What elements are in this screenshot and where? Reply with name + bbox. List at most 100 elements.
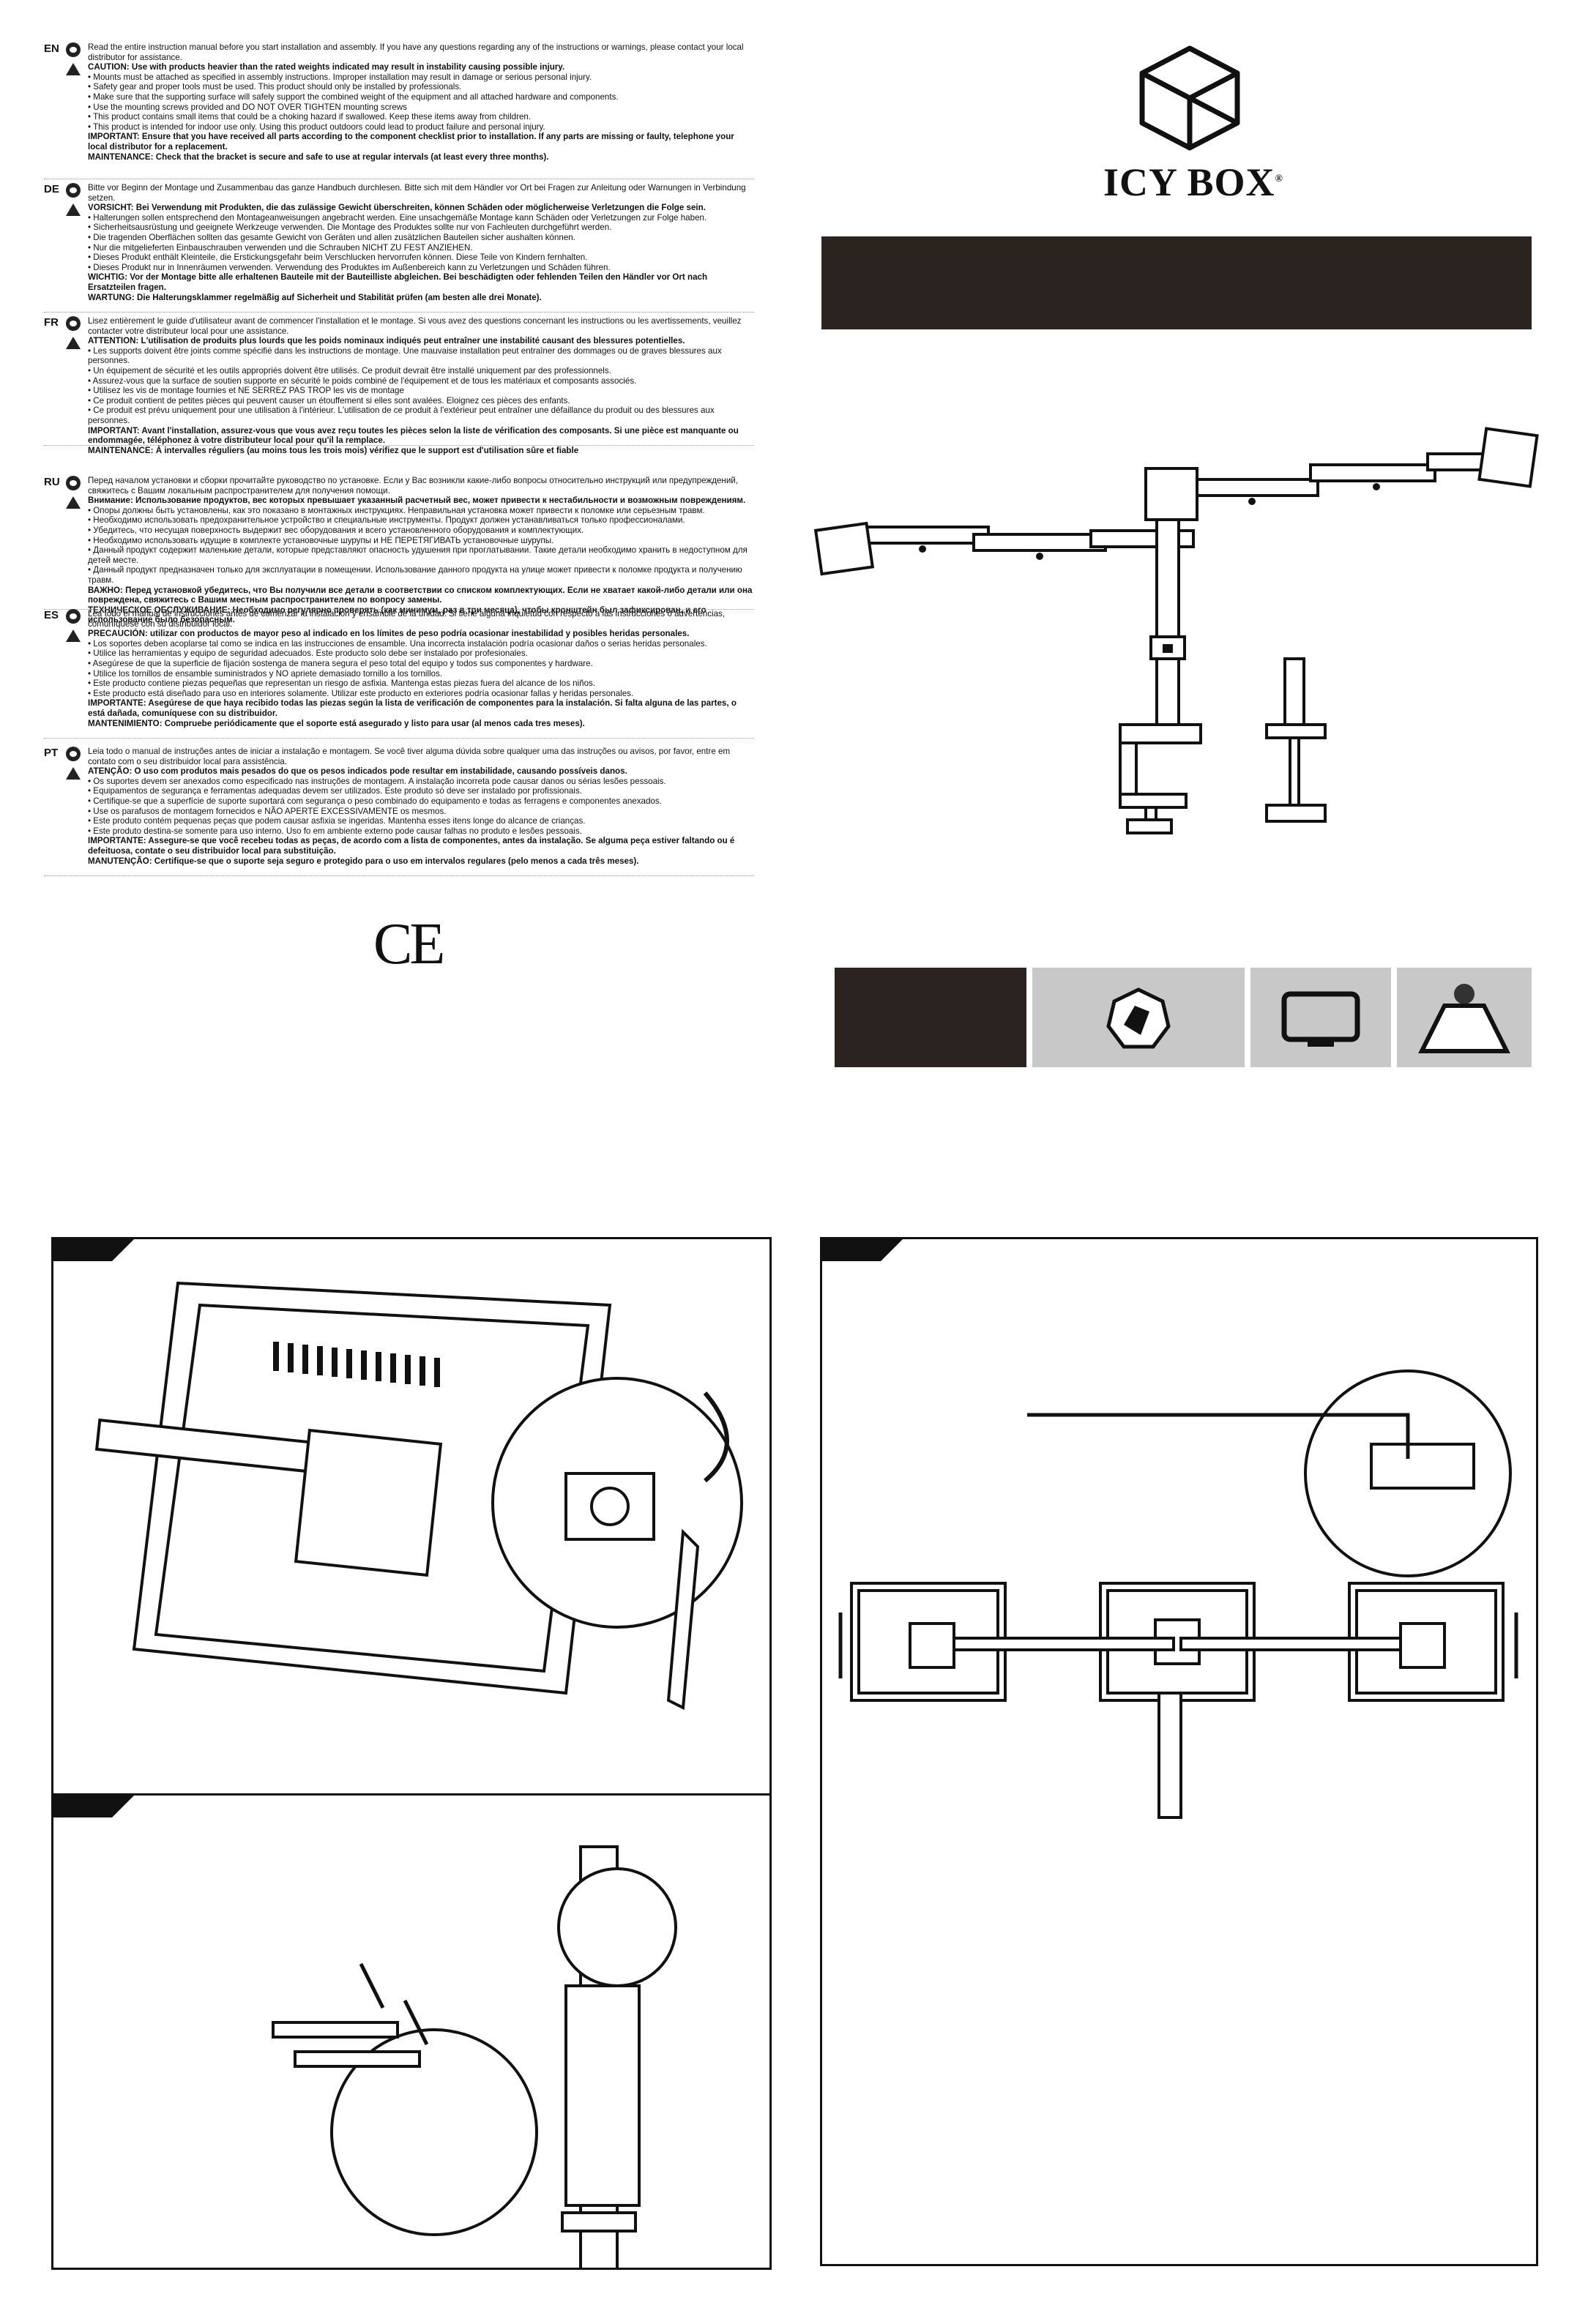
- lang-code: RU: [44, 476, 60, 488]
- instruction-line: • Utilice los tornillos de ensamble sumi…: [88, 668, 443, 679]
- instruction-line: • Halterungen sollen entsprechend den Mo…: [88, 212, 707, 223]
- triple-monitor-illustration: [838, 1370, 1518, 1819]
- spec-strip-badge: [1032, 968, 1245, 1067]
- instruction-line: • Необходимо использовать идущие в компл…: [88, 535, 554, 545]
- instruction-line: • Les supports doivent être joints comme…: [88, 345, 722, 366]
- warning-icon: [66, 337, 81, 349]
- instruction-line: WICHTIG: Vor der Montage bitte alle erha…: [88, 272, 708, 292]
- lang-code: ES: [44, 609, 59, 621]
- lang-text: Lea todo el manual de instrucciones ante…: [88, 609, 754, 728]
- instruction-line: IMPORTANTE: Assegure-se que você recebeu…: [88, 836, 735, 856]
- instruction-line: • Equipamentos de segurança e ferramenta…: [88, 786, 582, 796]
- instruction-line: MANUTENÇÃO: Certifique-se que o suporte …: [88, 856, 639, 866]
- step-panel-3: [820, 1237, 1538, 2266]
- brand-logo-text: ICY BOX®: [1091, 160, 1296, 205]
- warning-icon: [66, 629, 81, 642]
- instruction-line: • Ce produit est prévu uniquement pour u…: [88, 406, 715, 425]
- lang-text: Bitte vor Beginn der Montage und Zusamme…: [88, 183, 754, 302]
- instruction-line: • Данный продукт предназначен только для…: [88, 565, 742, 585]
- instruction-line: CAUTION: Use with products heavier than …: [88, 62, 565, 72]
- instruction-line: • Ce produit contient de petites pièces …: [88, 395, 570, 406]
- instruction-line: Read the entire instruction manual befor…: [88, 42, 744, 62]
- lang-text: Перед началом установки и сборки прочита…: [88, 476, 754, 625]
- warning-icon: [66, 63, 81, 75]
- clamp-install-illustration: [272, 1845, 677, 2268]
- instruction-line: • Safety gear and proper tools must be u…: [88, 82, 462, 92]
- divider: [44, 738, 754, 739]
- divider: [44, 609, 754, 610]
- instruction-line: • Utilisez les vis de montage fournies e…: [88, 386, 404, 396]
- instruction-line: • Certifique-se que a superfície de supo…: [88, 796, 662, 806]
- instruction-line: MAINTENANCE: À intervalles réguliers (au…: [88, 445, 579, 455]
- read-manual-icon: [66, 747, 81, 761]
- instruction-line: Lisez entièrement le guide d'utilisateur…: [88, 316, 742, 336]
- instruction-line: • Убедитесь, что несущая поверхность выд…: [88, 525, 584, 535]
- instruction-line: ATENÇÃO: O uso com produtos mais pesados…: [88, 766, 627, 777]
- step-panel-2: [51, 1793, 772, 2270]
- instruction-line: • Este produto destina-se somente para u…: [88, 826, 582, 836]
- lang-code: DE: [44, 183, 59, 195]
- instruction-line: • Un équipement de sécurité et les outil…: [88, 365, 611, 375]
- instruction-line: Перед началом установки и сборки прочита…: [88, 476, 738, 496]
- brand-name: ICY BOX: [1103, 160, 1275, 204]
- instruction-line: • Este produto contém pequenas peças que…: [88, 816, 586, 826]
- weight-icon: [1418, 984, 1510, 1053]
- spec-strip-monitor: [1250, 968, 1391, 1067]
- instruction-line: • Los soportes deben acoplarse tal como …: [88, 638, 707, 649]
- instruction-line: MANTENIMIENTO: Compruebe periódicamente …: [88, 718, 585, 728]
- step-panel-1: [51, 1237, 772, 1805]
- instruction-line: IMPORTANT: Ensure that you have received…: [88, 132, 734, 152]
- instruction-line: • Sicherheitsausrüstung und geeignete We…: [88, 223, 612, 233]
- instruction-line: Внимание: Использование продуктов, вес к…: [88, 496, 746, 506]
- instruction-line: • Este producto contiene piezas pequeñas…: [88, 679, 596, 689]
- instruction-line: • Dieses Produkt enthält Kleinteile, die…: [88, 253, 588, 263]
- instruction-line: • This product contains small items that…: [88, 112, 532, 122]
- instruction-line: • Use os parafusos de montagem fornecido…: [88, 806, 447, 816]
- title-bar: [821, 236, 1532, 329]
- instruction-line: • Данный продукт содержит маленькие дета…: [88, 545, 748, 565]
- instruction-line: • This product is intended for indoor us…: [88, 122, 545, 132]
- instruction-line: • Utilice las herramientas y equipo de s…: [88, 649, 528, 659]
- lang-code: FR: [44, 316, 59, 329]
- instruction-line: WARTUNG: Die Halterungsklammer regelmäßi…: [88, 292, 542, 302]
- instruction-line: ATTENTION: L'utilisation de produits plu…: [88, 336, 685, 346]
- divider: [44, 445, 754, 446]
- instruction-line: • Nur die mitgelieferten Einbauschrauben…: [88, 242, 473, 253]
- badge-icon: [1106, 987, 1171, 1049]
- read-manual-icon: [66, 42, 81, 57]
- instruction-line: IMPORTANT: Avant l'installation, assurez…: [88, 425, 739, 446]
- instruction-line: • Assurez-vous que la surface de soutien…: [88, 375, 637, 386]
- instruction-line: PRECAUCIÓN: utilizar con productos de ma…: [88, 629, 690, 639]
- instruction-line: • Dieses Produkt nur in Innenräumen verw…: [88, 262, 611, 272]
- instruction-line: VORSICHT: Bei Verwendung mit Produkten, …: [88, 203, 706, 213]
- warning-icon: [66, 767, 81, 780]
- instruction-line: • Необходимо использовать предохранитель…: [88, 515, 685, 526]
- instruction-line: Bitte vor Beginn der Montage und Zusamme…: [88, 183, 746, 203]
- instruction-line: • Use the mounting screws provided and D…: [88, 102, 407, 112]
- read-manual-icon: [66, 609, 81, 624]
- instruction-line: • Опоры должны быть установлены, как это…: [88, 505, 705, 515]
- instruction-line: Lea todo el manual de instrucciones ante…: [88, 609, 726, 629]
- instruction-line: IMPORTANTE: Asegúrese de que haya recibi…: [88, 698, 737, 718]
- instruction-line: • Asegúrese de que la superficie de fija…: [88, 658, 593, 668]
- monitor-icon: [1281, 991, 1360, 1047]
- warning-icon: [66, 203, 81, 216]
- lang-code: EN: [44, 42, 59, 55]
- instruction-line: • Die tragenden Oberflächen sollten das …: [88, 232, 575, 242]
- lang-code: PT: [44, 747, 59, 759]
- instruction-line: • Este producto está diseñado para uso e…: [88, 688, 634, 698]
- divider: [44, 312, 754, 313]
- instruction-line: ТЕХНИЧЕСКОЕ ОБСЛУЖИВАНИЕ: Необходимо рег…: [88, 605, 707, 625]
- divider: [44, 875, 754, 876]
- spec-strip-weight: [1397, 968, 1532, 1067]
- instruction-line: • Os suportes devem ser anexados como es…: [88, 776, 666, 786]
- spec-strip-dark: [835, 968, 1026, 1067]
- registered-mark: ®: [1275, 173, 1283, 184]
- instruction-line: • Mounts must be attached as specified i…: [88, 72, 592, 82]
- instruction-line: • Make sure that the supporting surface …: [88, 91, 619, 102]
- instruction-line: MAINTENANCE: Check that the bracket is s…: [88, 152, 549, 162]
- instruction-line: Leia todo o manual de instruções antes d…: [88, 747, 731, 766]
- warning-icon: [66, 496, 81, 509]
- lang-text: Leia todo o manual de instruções antes d…: [88, 747, 754, 866]
- monitor-mount-illustration: [94, 1281, 743, 1711]
